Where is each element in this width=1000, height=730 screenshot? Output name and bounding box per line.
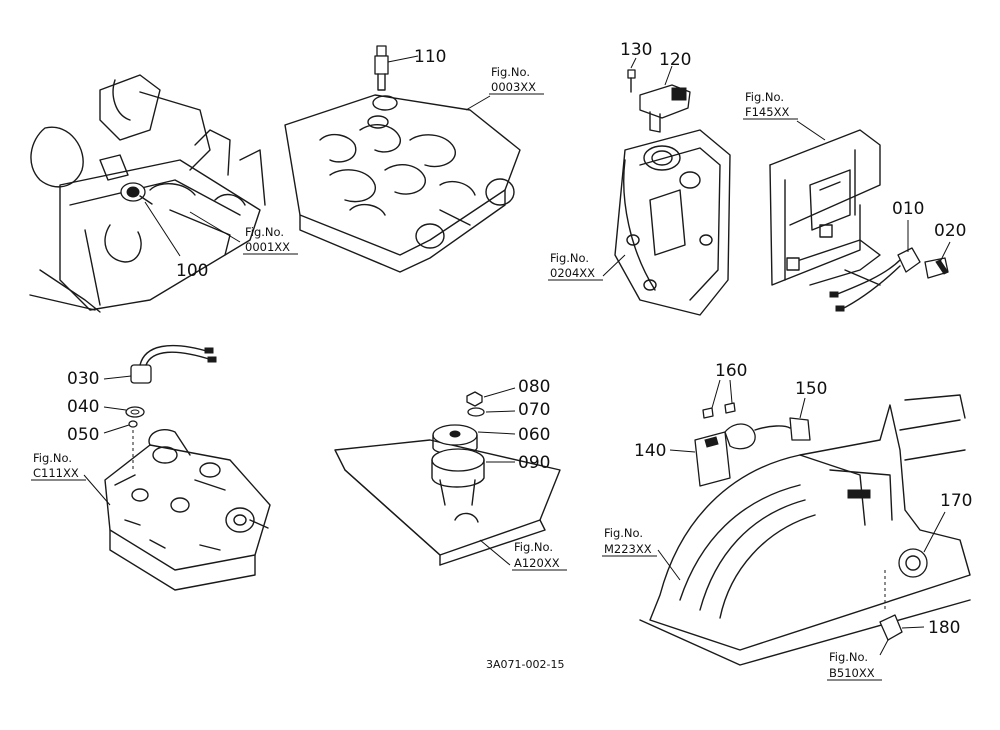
fig-ref-c111xx[interactable]: Fig.No. C111XX [31,451,86,481]
fig-ref-label: Fig.No. [245,225,284,239]
callout-040: 040 [67,397,99,417]
callout-050: 050 [67,425,99,445]
callout-060: 060 [518,425,550,445]
fig-ref-number[interactable]: M223XX [604,542,652,556]
callout-160: 160 [715,361,747,381]
callout-120: 120 [659,50,691,70]
callout-100: 100 [176,261,208,281]
fig-ref-m223xx[interactable]: Fig.No. M223XX [602,526,657,557]
fig-ref-label: Fig.No. [745,90,784,104]
fig-ref-label: Fig.No. [550,251,589,265]
fig-ref-a120xx[interactable]: Fig.No. A120XX [512,540,567,571]
fig-ref-number[interactable]: 0001XX [245,240,290,254]
fender-illustration [639,379,971,666]
drawing-code: 3A071-002-15 [486,658,564,671]
fig-ref-number[interactable]: 0003XX [491,80,536,94]
figure-ref-leaders [83,95,889,656]
callout-110: 110 [414,47,446,67]
cylinder-head-illustration [284,45,521,273]
callout-080: 080 [518,377,550,397]
callout-010: 010 [892,199,924,219]
fig-ref-number[interactable]: A120XX [514,556,560,570]
fig-ref-number[interactable]: F145XX [745,105,789,119]
callout-030: 030 [67,369,99,389]
engine-block-illustration [29,74,266,313]
callout-020: 020 [934,221,966,241]
fig-ref-number[interactable]: 0204XX [550,266,595,280]
mounting-plate-illustration [334,387,561,566]
callout-170: 170 [940,491,972,511]
callout-180: 180 [928,618,960,638]
fig-ref-0001xx[interactable]: Fig.No. 0001XX [243,225,298,255]
fig-ref-label: Fig.No. [491,65,530,79]
hydraulic-pump-illustration [103,344,271,591]
callout-090: 090 [518,453,550,473]
fig-ref-b510xx[interactable]: Fig.No. B510XX [827,650,882,681]
fig-ref-label: Fig.No. [33,451,72,465]
fig-ref-number[interactable]: B510XX [829,666,875,680]
fig-ref-number[interactable]: C111XX [33,466,79,480]
fig-ref-0204xx[interactable]: Fig.No. 0204XX [548,251,603,281]
mounting-bracket-illustration [769,129,951,312]
callout-150: 150 [795,379,827,399]
callout-070: 070 [518,400,550,420]
housing-illustration [614,57,731,316]
fig-ref-label: Fig.No. [604,526,643,540]
fig-ref-0003xx[interactable]: Fig.No. 0003XX [489,65,544,95]
fig-ref-f145xx[interactable]: Fig.No. F145XX [743,90,798,120]
fig-ref-label: Fig.No. [514,540,553,554]
fig-ref-label: Fig.No. [829,650,868,664]
callout-140: 140 [634,441,666,461]
callout-130: 130 [620,40,652,60]
